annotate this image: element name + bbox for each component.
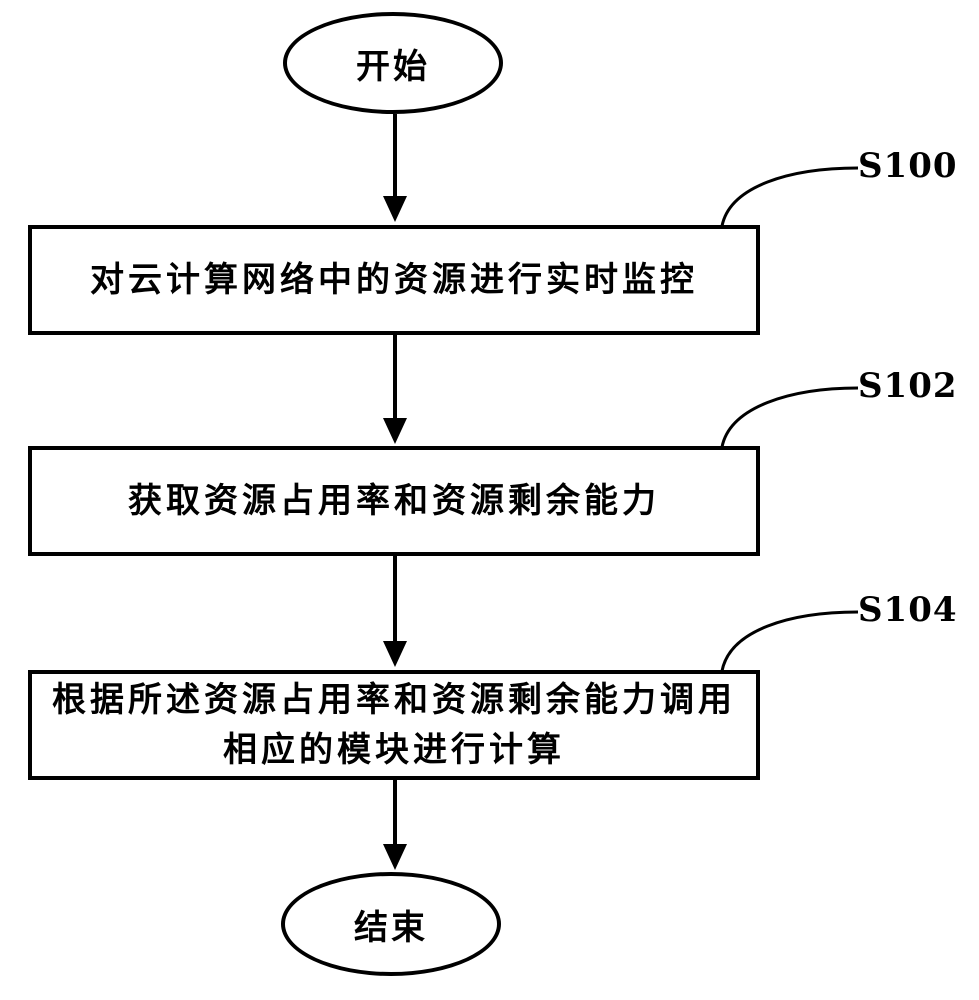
process-box-s104: 根据所述资源占用率和资源剩余能力调用相应的模块进行计算 xyxy=(28,670,760,780)
end-terminal: 结束 xyxy=(281,872,501,976)
step-id-s100: S100 xyxy=(858,146,958,186)
start-terminal: 开始 xyxy=(283,12,503,114)
arrow-start-to-s100 xyxy=(383,114,407,222)
arrow-s104-to-end xyxy=(383,780,407,870)
process-box-s100: 对云计算网络中的资源进行实时监控 xyxy=(28,225,760,335)
process-text-s102: 获取资源占用率和资源剩余能力 xyxy=(128,481,660,521)
step-id-s104: S104 xyxy=(858,590,958,630)
process-text-s100: 对云计算网络中的资源进行实时监控 xyxy=(90,260,698,300)
leader-curve-s104 xyxy=(720,610,859,672)
arrow-s102-to-s104 xyxy=(383,556,407,667)
start-label: 开始 xyxy=(356,46,430,87)
leader-curve-s102 xyxy=(720,386,859,448)
leader-curve-s100 xyxy=(720,166,859,227)
end-label: 结束 xyxy=(354,907,428,948)
process-box-s102: 获取资源占用率和资源剩余能力 xyxy=(28,446,760,556)
arrow-s100-to-s102 xyxy=(383,335,407,444)
step-id-s102: S102 xyxy=(858,366,958,406)
process-text-s104: 根据所述资源占用率和资源剩余能力调用相应的模块进行计算 xyxy=(52,680,736,770)
